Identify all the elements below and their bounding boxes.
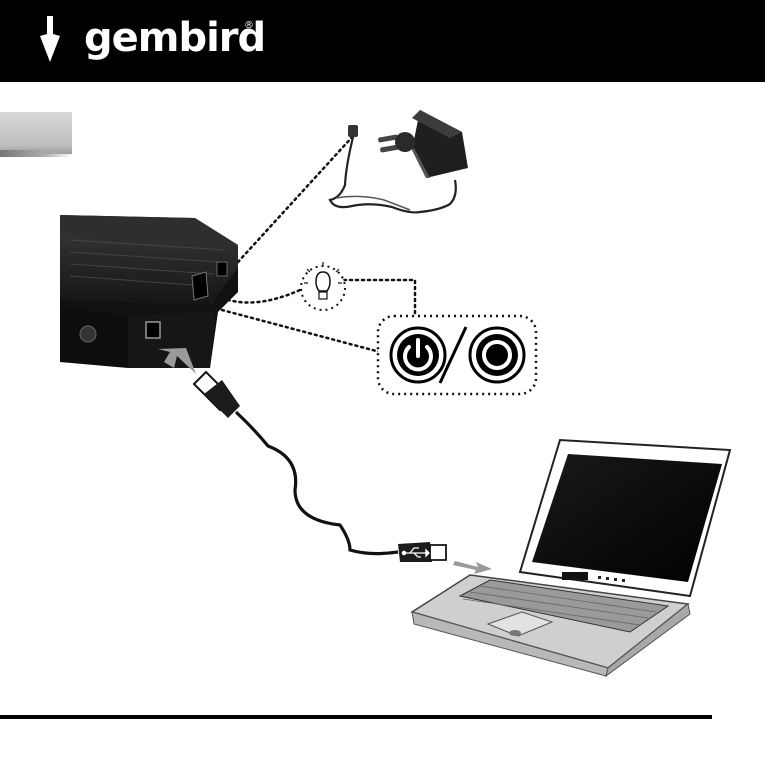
power-on-icon [391, 328, 445, 382]
footer-rule [0, 715, 712, 719]
power-off-icon [470, 328, 524, 382]
hdd-enclosure [60, 215, 238, 368]
power-led-bulb-icon [301, 262, 345, 310]
usb-cable [194, 372, 446, 562]
power-adapter [330, 110, 468, 212]
power-switch-panel [378, 316, 536, 394]
laptop [412, 440, 730, 676]
